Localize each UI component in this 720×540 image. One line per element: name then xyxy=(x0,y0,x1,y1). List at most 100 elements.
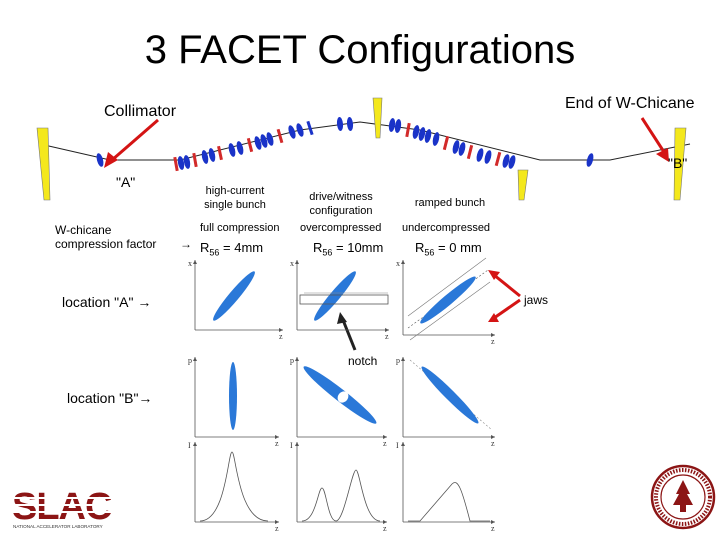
axis-label: z xyxy=(383,524,387,533)
slac-logo-text: SLAC xyxy=(12,486,112,528)
beam-ellipse xyxy=(213,271,255,321)
collimator-right xyxy=(673,127,687,201)
notch-gap xyxy=(337,391,349,403)
axis-label: x xyxy=(396,259,400,268)
col3-r56-symbol: R xyxy=(415,240,425,255)
quad-magnet xyxy=(296,123,304,137)
axis-label: x xyxy=(290,259,294,268)
jaws-arrow-lower xyxy=(493,298,521,320)
axis-label: I xyxy=(188,441,191,450)
point-a-label: "A" xyxy=(116,174,136,190)
stanford-seal xyxy=(650,464,716,530)
col2-header: drive/witness configuration xyxy=(298,190,384,218)
notch-arrow xyxy=(341,319,357,351)
quad-magnet xyxy=(183,155,191,169)
beam-ellipse xyxy=(314,271,356,321)
panel-c-col3: Iz xyxy=(396,441,495,533)
axis-label: z xyxy=(491,337,495,346)
col1-header-line2: single bunch xyxy=(204,199,266,211)
magnet-lattice xyxy=(96,117,594,172)
quad-magnet xyxy=(476,148,484,162)
quad-magnet xyxy=(346,117,354,131)
quad-magnet xyxy=(508,155,516,169)
axis-label: p xyxy=(396,356,400,365)
axis-label: z xyxy=(275,439,279,448)
col3-r56-subscript: 56 xyxy=(424,247,435,258)
col1-r56: R56 = 4mm xyxy=(200,240,263,258)
quad-magnet xyxy=(484,150,492,164)
compression-arrow: → xyxy=(180,237,192,251)
location-b-arrow: → xyxy=(138,390,153,406)
jaws-arrow-upper-head xyxy=(488,270,500,280)
page-title: 3 FACET Configurations xyxy=(144,28,576,72)
quad-magnet xyxy=(96,153,104,167)
quad-magnet xyxy=(336,117,344,131)
quad-magnet xyxy=(458,142,466,156)
beam-ellipse xyxy=(229,362,237,430)
jaws-arrow-lower-head xyxy=(488,313,499,322)
col2-r56-symbol: R xyxy=(313,240,323,255)
dipole-magnet xyxy=(173,156,179,172)
quad-magnet xyxy=(412,125,420,139)
panel-a-col2: xz xyxy=(290,259,389,341)
col2-header-line2: configuration xyxy=(309,205,373,217)
notch-label: notch xyxy=(348,354,378,368)
dipole-magnet xyxy=(442,135,450,151)
quad-magnet xyxy=(208,148,216,162)
dipole-magnet xyxy=(466,144,474,160)
col3-header: ramped bunch xyxy=(400,196,500,210)
current-profile xyxy=(301,469,381,522)
col1-r56-symbol: R xyxy=(200,240,210,255)
panel-b-col1: pz xyxy=(188,356,279,448)
axis-label: I xyxy=(396,441,399,450)
collimator-right-low xyxy=(517,169,529,201)
location-a-text: location "A" xyxy=(62,294,134,310)
arrow-collimator xyxy=(111,118,159,162)
panel-b-col2: pz xyxy=(290,356,387,448)
axis-label: z xyxy=(383,439,387,448)
col2-compression: overcompressed xyxy=(300,222,382,234)
col3-compression: undercompressed xyxy=(402,222,491,234)
quad-magnet xyxy=(424,129,432,143)
quad-magnet xyxy=(201,150,209,164)
collimator-left xyxy=(36,127,51,201)
quad-magnet xyxy=(260,134,268,148)
col1-compression: full compression xyxy=(200,222,280,234)
col1-header: high-current single bunch xyxy=(195,184,275,212)
dipole-magnet xyxy=(192,152,198,168)
axis-label: z xyxy=(385,332,389,341)
col1-r56-value: = 4mm xyxy=(219,240,264,255)
axis-label: x xyxy=(188,259,192,268)
axis-label: z xyxy=(491,524,495,533)
col2-r56-subscript: 56 xyxy=(322,247,333,258)
jaws-label: jaws xyxy=(524,293,549,307)
slac-logo-subtitle: NATIONAL ACCELERATOR LABORATORY xyxy=(13,524,103,529)
axis-label: z xyxy=(279,332,283,341)
quad-magnet xyxy=(418,127,426,141)
col3-header-line1: ramped bunch xyxy=(414,197,486,209)
quad-magnet xyxy=(586,153,594,167)
col2-header-line1: drive/witness xyxy=(309,191,373,203)
panel-c-col2: Iz xyxy=(290,441,387,533)
location-b-text: location "B" xyxy=(67,390,139,406)
arrow-end-chicane-head xyxy=(656,148,669,162)
quad-magnet xyxy=(236,141,244,155)
quad-magnet xyxy=(502,154,510,168)
jaws-arrow-upper xyxy=(493,273,521,298)
col1-header-line1: high-current xyxy=(205,185,265,197)
beam-ellipse xyxy=(421,366,479,424)
location-a-arrow: → xyxy=(137,294,152,310)
point-b-label: "B" xyxy=(668,155,688,171)
dipole-magnet xyxy=(494,151,502,167)
beam-ellipse xyxy=(420,276,476,324)
collimator-label: Collimator xyxy=(104,103,177,120)
notch-arrow-head xyxy=(337,312,347,324)
slac-logo: SLAC NATIONAL ACCELERATOR LABORATORY xyxy=(12,486,132,529)
current-profile xyxy=(408,482,490,522)
axis-label: I xyxy=(290,441,293,450)
quad-magnet xyxy=(394,119,402,133)
